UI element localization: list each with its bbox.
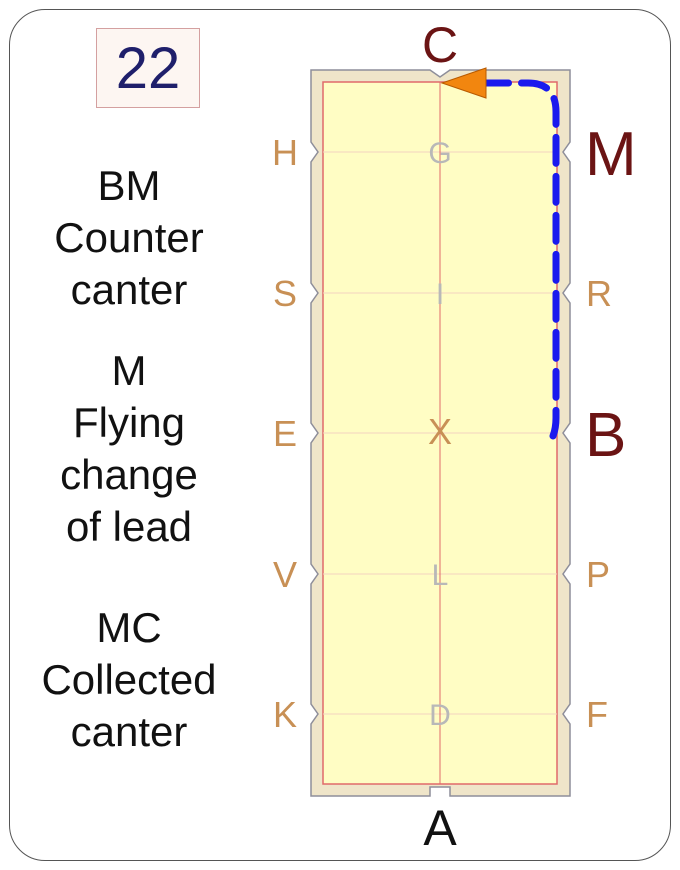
arena-letter-p: P — [586, 554, 610, 595]
movement-3-line-1: Collected — [41, 656, 217, 703]
movement-2-line-2: change — [60, 451, 198, 498]
test-number-box: 22 — [96, 28, 200, 108]
movement-1-marker: BM — [97, 162, 161, 209]
movement-3-line-2: canter — [70, 708, 188, 755]
movement-1-line-2: canter — [70, 266, 188, 313]
movement-2-line-1: Flying — [72, 399, 186, 446]
arena-letter-m: M — [585, 120, 637, 189]
centerline-letter-i: I — [436, 278, 444, 311]
side-letters: H S E V K M R B P F — [272, 120, 637, 735]
movement-1: BM Counter canter — [18, 160, 240, 316]
arena-letter-c: C — [422, 17, 458, 73]
arena-letter-v: V — [273, 554, 297, 595]
arena-letter-f: F — [586, 694, 608, 735]
direction-arrow-icon — [440, 67, 487, 99]
test-number: 22 — [115, 35, 181, 101]
arena-letter-s: S — [273, 273, 297, 314]
movement-3: MC Collected canter — [18, 602, 240, 758]
centerline-letter-x: X — [428, 411, 452, 452]
arena-letter-k: K — [273, 694, 297, 735]
arena-letter-e: E — [273, 413, 297, 454]
movement-2: M Flying change of lead — [18, 345, 240, 553]
arena-letter-b: B — [585, 401, 626, 470]
movement-2-line-3: of lead — [65, 503, 193, 550]
arena-letter-r: R — [586, 273, 612, 314]
centerline-letters: G I X L D — [428, 137, 452, 732]
movement-2-marker: M — [111, 347, 147, 394]
centerline-letter-d: D — [429, 699, 451, 732]
movement-3-marker: MC — [96, 604, 162, 651]
centerline-letter-l: L — [432, 559, 449, 592]
movement-1-line-1: Counter — [54, 214, 204, 261]
riding-path — [482, 79, 560, 440]
arena-letter-a: A — [423, 800, 457, 856]
arena-letter-h: H — [272, 132, 298, 173]
centerline-letter-g: G — [428, 137, 451, 170]
